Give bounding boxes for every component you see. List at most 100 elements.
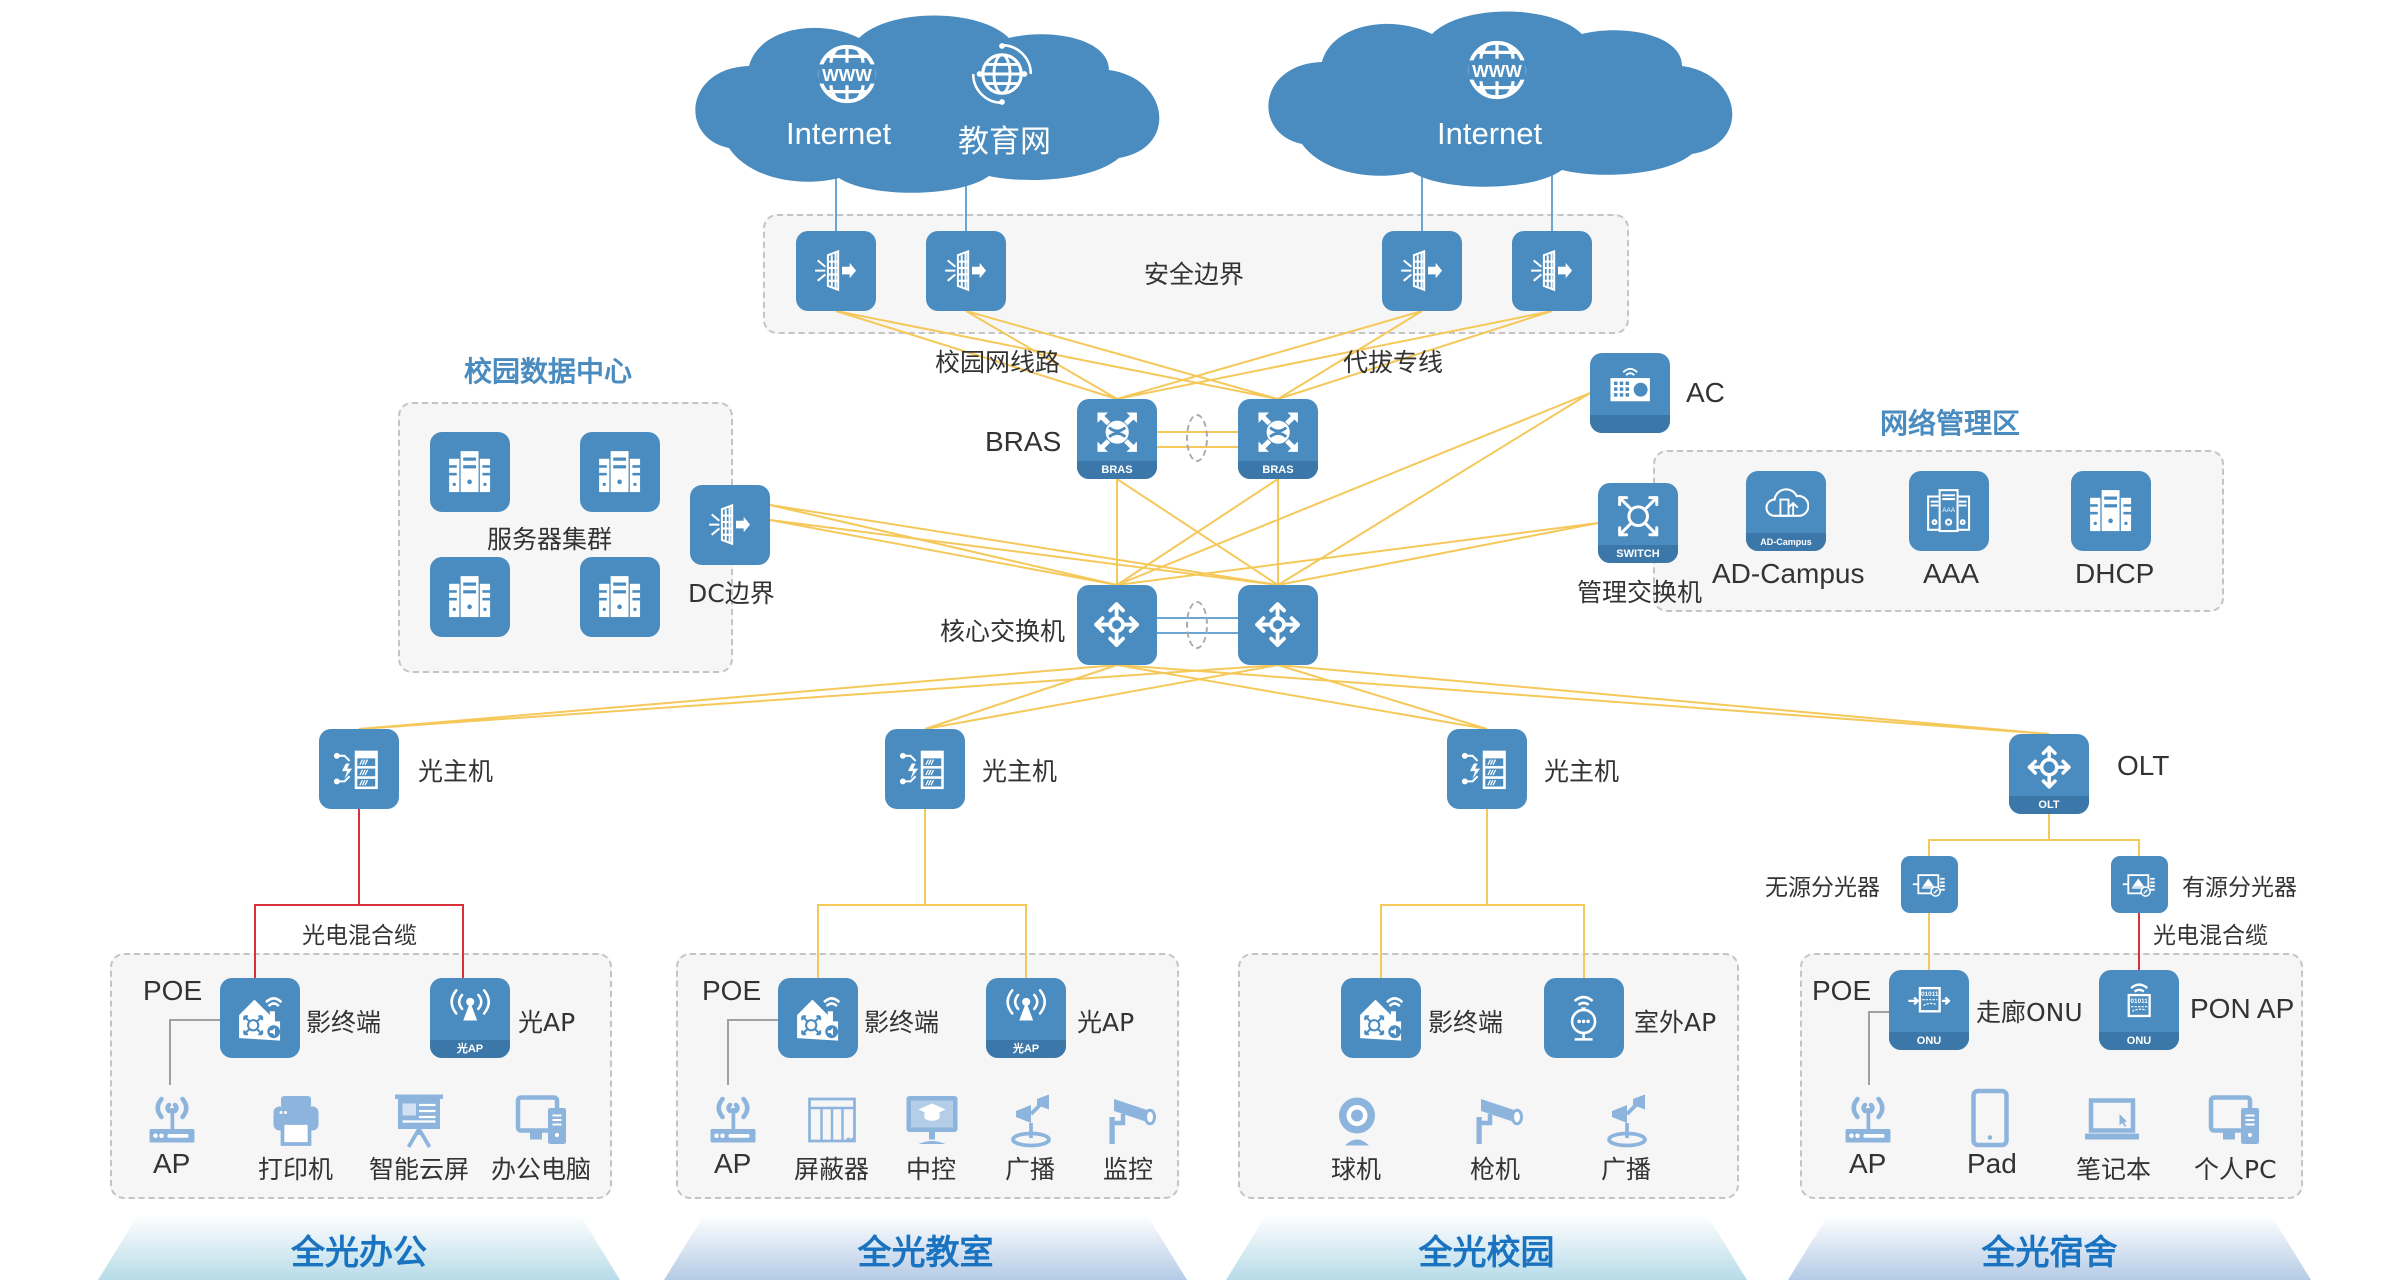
optical-host-node[interactable] [1447,729,1527,809]
firewall-node[interactable] [1512,231,1592,311]
device-ap[interactable] [703,1090,763,1150]
device-shield[interactable] [802,1090,862,1150]
server-node[interactable] [430,432,510,512]
device-central-control[interactable] [902,1090,962,1150]
broadcast-speaker-icon [1001,1090,1061,1150]
smart-screen-icon [389,1090,449,1150]
firewall-node[interactable] [796,231,876,311]
bras-icon [1255,409,1301,455]
fiber-line [835,310,1118,400]
outdoor-ap-node[interactable] [1544,978,1624,1058]
laptop-icon [2082,1090,2142,1150]
optical-ap-node[interactable]: 光AP [430,978,510,1058]
aaa-node[interactable] [1909,471,1989,551]
firewall-icon [704,499,755,550]
server-node[interactable] [580,557,660,637]
optical-ap-tag: 光AP [430,1040,510,1058]
optical-ap-label: 光AP [518,1008,576,1037]
server-node[interactable] [430,557,510,637]
device-office-pc[interactable] [512,1090,572,1150]
campus-zone [1238,953,1739,1199]
ac-node[interactable] [1590,353,1670,433]
device-broadcast[interactable] [1001,1090,1061,1150]
firewall-node[interactable] [1382,231,1462,311]
olt-node[interactable]: OLT [2009,734,2089,814]
ad-campus-node[interactable]: AD-Campus [1746,471,1826,551]
broadcast-speaker-icon [1597,1090,1657,1150]
terminal-label: 影终端 [864,1008,940,1037]
device-laptop[interactable] [2082,1090,2142,1150]
fiber-line [1116,664,2050,735]
fiber-line [925,904,1027,978]
optical-host-node[interactable] [319,729,399,809]
fiber-line [1277,310,1553,400]
dc-edge-firewall-node[interactable] [690,485,770,565]
terminal-node[interactable] [778,978,858,1058]
terminal-house-icon [1355,992,1406,1043]
terminal-label: 影终端 [306,1008,382,1037]
zone-banner-label: 全光校园 [1418,1233,1555,1273]
poe-label: POE [702,975,762,1006]
device-ap[interactable] [142,1090,202,1150]
office-zone [110,953,612,1199]
device-printer[interactable] [266,1090,326,1150]
optical-ap-node[interactable]: 光AP [986,978,1066,1058]
fiber-line [1116,664,1488,730]
aaa-label: AAA [1923,558,1980,589]
device-label: AP [153,1148,191,1179]
device-smart-screen[interactable] [389,1090,449,1150]
fiber-line [1277,664,1488,730]
fiber-line [769,519,1279,586]
core-switch-node[interactable] [1238,585,1318,665]
fiber-line [1277,522,1599,586]
cloud-internet [1268,11,1733,187]
bras-node[interactable]: BRAS [1077,399,1157,479]
onu-tag: ONU [2099,1032,2179,1050]
optical-ap-icon [1003,988,1049,1034]
bras-node[interactable]: BRAS [1238,399,1318,479]
device-ap[interactable] [1838,1090,1898,1150]
device-broadcast[interactable] [1597,1090,1657,1150]
server-icon [444,571,495,622]
device-pad[interactable] [1960,1088,2020,1148]
device-label: 笔记本 [2076,1155,2152,1184]
active-splitter-node[interactable] [2111,856,2168,913]
pon-ap-node[interactable]: ONU [2099,970,2179,1050]
classroom-zone [676,953,1179,1199]
device-gun-camera[interactable] [1466,1090,1526,1150]
device-label: AP [1849,1148,1887,1179]
zone-banner-label: 全光宿舍 [1981,1233,2118,1273]
server-node[interactable] [580,432,660,512]
cloud-label-internet: Internet [1437,116,1543,151]
zone-banner-office: 全光办公 [98,1215,620,1280]
fiber-line [769,519,1118,586]
terminal-node[interactable] [1341,978,1421,1058]
fiber-line [358,664,1118,730]
hybrid-cable-line [254,809,360,978]
datacenter-title: 校园数据中心 [464,355,633,388]
bras-tag: BRAS [1077,461,1157,479]
corridor-onu-node[interactable]: ONU [1889,970,1969,1050]
device-monitor-camera[interactable] [1099,1090,1159,1150]
fiber-line [769,504,1118,586]
optical-ap-icon [447,988,493,1034]
device-personal-pc[interactable] [2205,1090,2265,1150]
terminal-node[interactable] [220,978,300,1058]
zone-banner-campus: 全光校园 [1226,1215,1747,1280]
dc-edge-label: DC边界 [688,579,775,608]
device-dome-camera[interactable] [1327,1090,1387,1150]
optical-ap-label: 光AP [1077,1008,1135,1037]
management-switch-node[interactable]: SWITCH [1598,483,1678,563]
banner-shape [1788,1215,2311,1280]
ac-controller-icon [1607,363,1653,409]
core-switch-node[interactable] [1077,585,1157,665]
fiber-line [1116,392,1591,586]
optical-ap-tag: 光AP [986,1040,1066,1058]
dhcp-node[interactable] [2071,471,2151,551]
firewall-node[interactable] [926,231,1006,311]
firewall-icon [1526,245,1577,296]
device-label: 中控 [906,1155,957,1184]
passive-splitter-node[interactable] [1901,856,1958,913]
optical-host-node[interactable] [885,729,965,809]
